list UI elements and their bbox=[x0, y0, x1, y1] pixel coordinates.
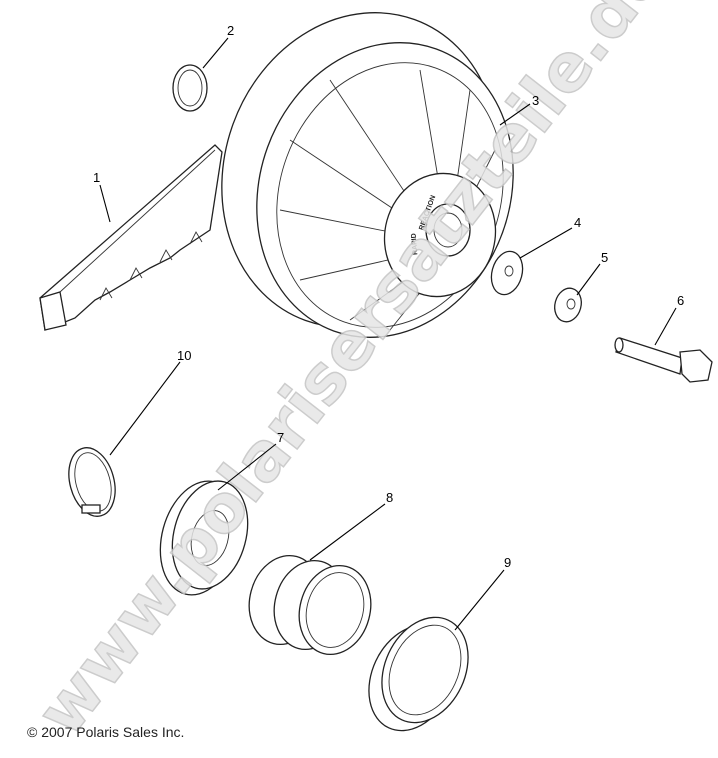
callout-leaders bbox=[99, 37, 677, 631]
callout-6: 6 bbox=[677, 293, 684, 308]
snap-ring bbox=[68, 447, 116, 517]
callout-10: 10 bbox=[177, 348, 191, 363]
drive-belt bbox=[39, 144, 223, 331]
spring bbox=[248, 554, 372, 656]
washer-large bbox=[490, 250, 524, 296]
spring-seat bbox=[159, 480, 249, 596]
callout-3: 3 bbox=[532, 93, 539, 108]
hub-text-rapid: RAPID bbox=[411, 233, 420, 255]
callout-7: 7 bbox=[277, 430, 284, 445]
cup bbox=[368, 616, 469, 732]
callout-labels: 1 2 3 4 5 6 7 8 9 10 bbox=[93, 23, 684, 570]
callout-4: 4 bbox=[574, 215, 581, 230]
ring-washer bbox=[172, 64, 208, 112]
bolt bbox=[614, 337, 713, 383]
callout-9: 9 bbox=[504, 555, 511, 570]
callout-5: 5 bbox=[601, 250, 608, 265]
callout-2: 2 bbox=[227, 23, 234, 38]
driven-clutch-sheave: REACTION RAPID bbox=[221, 12, 514, 338]
callout-1: 1 bbox=[93, 170, 100, 185]
callout-8: 8 bbox=[386, 490, 393, 505]
washer-small bbox=[554, 287, 582, 323]
copyright-notice: © 2007 Polaris Sales Inc. bbox=[27, 724, 185, 740]
